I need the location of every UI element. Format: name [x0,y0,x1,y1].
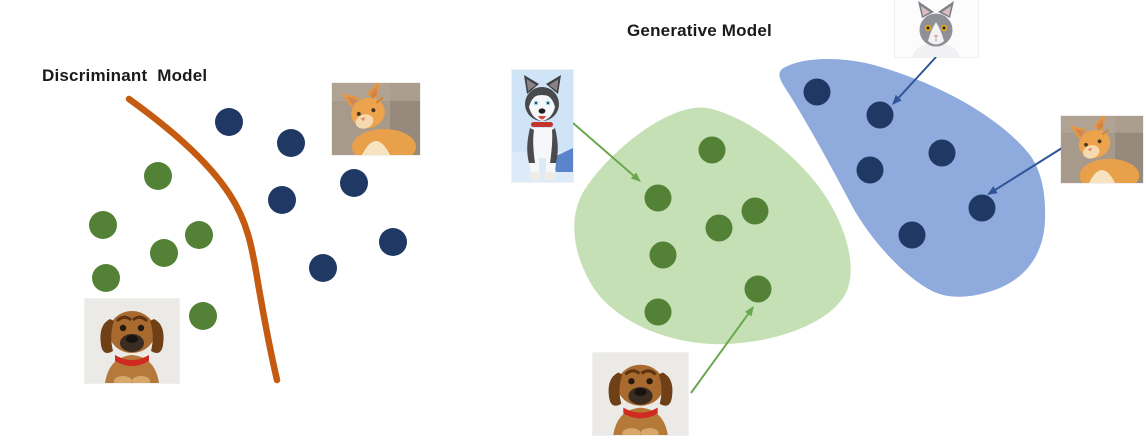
generative-model-title: Generative Model [627,21,772,40]
husky-puppy-image [512,70,573,182]
dog-data-point [741,197,769,225]
kitten-to-cat-cluster-arrow [994,147,1063,191]
orange-kitten-art [1061,116,1143,183]
gray-cat-image [895,0,978,57]
cat-to-cat-cluster-arrow-head [892,94,902,105]
cat-data-point [268,186,296,214]
brown-puppy-art [593,353,688,435]
dog-data-point [185,221,213,249]
brown-puppy-image [85,299,179,383]
cat-data-point [928,139,956,167]
dog-data-point [89,211,117,239]
dog-data-point [644,184,672,212]
husky-puppy-art [512,70,573,182]
cat-cluster-blob [779,59,1046,297]
brown-puppy-image [593,353,688,435]
husky-to-dog-cluster-arrow-head [630,172,641,182]
dog-data-point [144,162,172,190]
dog-data-point [189,302,217,330]
decision-boundary-curve [125,95,281,384]
cat-data-point [866,101,894,129]
puppy-to-dog-cluster-arrow [690,313,749,394]
cat-data-point [898,221,926,249]
dog-data-point [698,136,726,164]
discriminant-model-title: Discriminant Model [42,66,208,85]
gray-cat-art [895,0,978,57]
dog-data-point [744,275,772,303]
dog-data-point [150,239,178,267]
dog-data-point [649,241,677,269]
puppy-to-dog-cluster-arrow-head [744,306,754,317]
dog-data-point [705,214,733,242]
cat-data-point [856,156,884,184]
brown-puppy-art [85,299,179,383]
cat-data-point [277,129,305,157]
cat-data-point [803,78,831,106]
dog-data-point [92,264,120,292]
kitten-to-cat-cluster-arrow-head [987,186,998,195]
cat-data-point [215,108,243,136]
cat-data-point [379,228,407,256]
cat-to-cat-cluster-arrow [898,56,937,99]
dog-data-point [644,298,672,326]
orange-kitten-image [332,83,420,155]
cat-data-point [309,254,337,282]
orange-kitten-art [332,83,420,155]
husky-to-dog-cluster-arrow [572,122,635,177]
cat-data-point [968,194,996,222]
orange-kitten-image [1061,116,1143,183]
cat-data-point [340,169,368,197]
